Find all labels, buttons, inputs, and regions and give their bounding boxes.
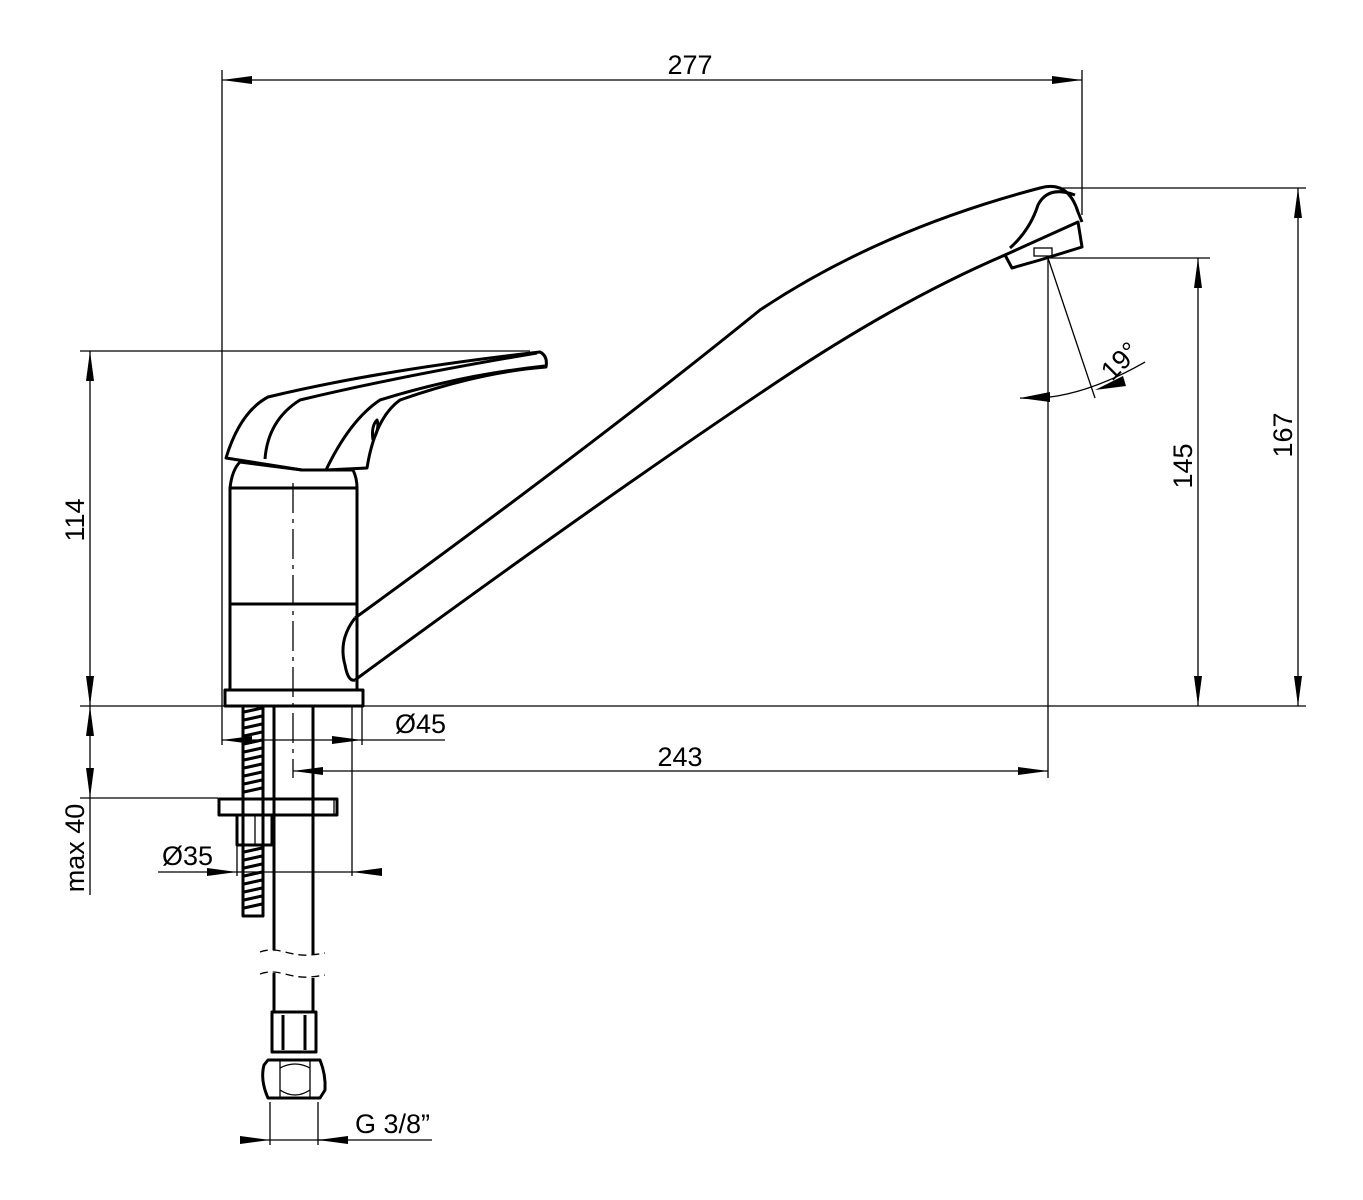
mounting-kit xyxy=(217,704,339,1100)
dimension-145: 145 xyxy=(1168,258,1202,706)
dimension-label: G 3/8” xyxy=(355,1109,430,1139)
dimension-label: 114 xyxy=(60,498,90,541)
dimension-277: 277 xyxy=(222,50,1082,84)
faucet-body xyxy=(223,460,365,778)
dimension-label: Ø45 xyxy=(395,709,446,739)
dimension-167: 167 xyxy=(1268,188,1302,706)
dimension-angle-19: 19° xyxy=(1019,257,1146,402)
dimension-label: 277 xyxy=(667,50,712,80)
lever-handle xyxy=(224,350,548,472)
dimension-max-40: max 40 xyxy=(60,706,94,895)
dimension-label: 145 xyxy=(1168,443,1198,488)
extension-lines xyxy=(80,70,1306,1145)
dimension-114: 114 xyxy=(60,351,94,706)
dimension-diameter-45: Ø45 xyxy=(222,709,446,744)
dimension-diameter-35: Ø35 xyxy=(158,841,382,876)
spout xyxy=(341,185,1084,682)
dimension-label: 167 xyxy=(1268,412,1298,457)
dimension-label: 19° xyxy=(1095,336,1145,386)
dimension-243: 243 xyxy=(293,742,1048,775)
dimension-label: Ø35 xyxy=(162,841,213,871)
dimension-label: max 40 xyxy=(60,804,90,893)
dimension-g-3-8: G 3/8” xyxy=(240,1109,432,1144)
dimension-label: 243 xyxy=(657,742,702,772)
